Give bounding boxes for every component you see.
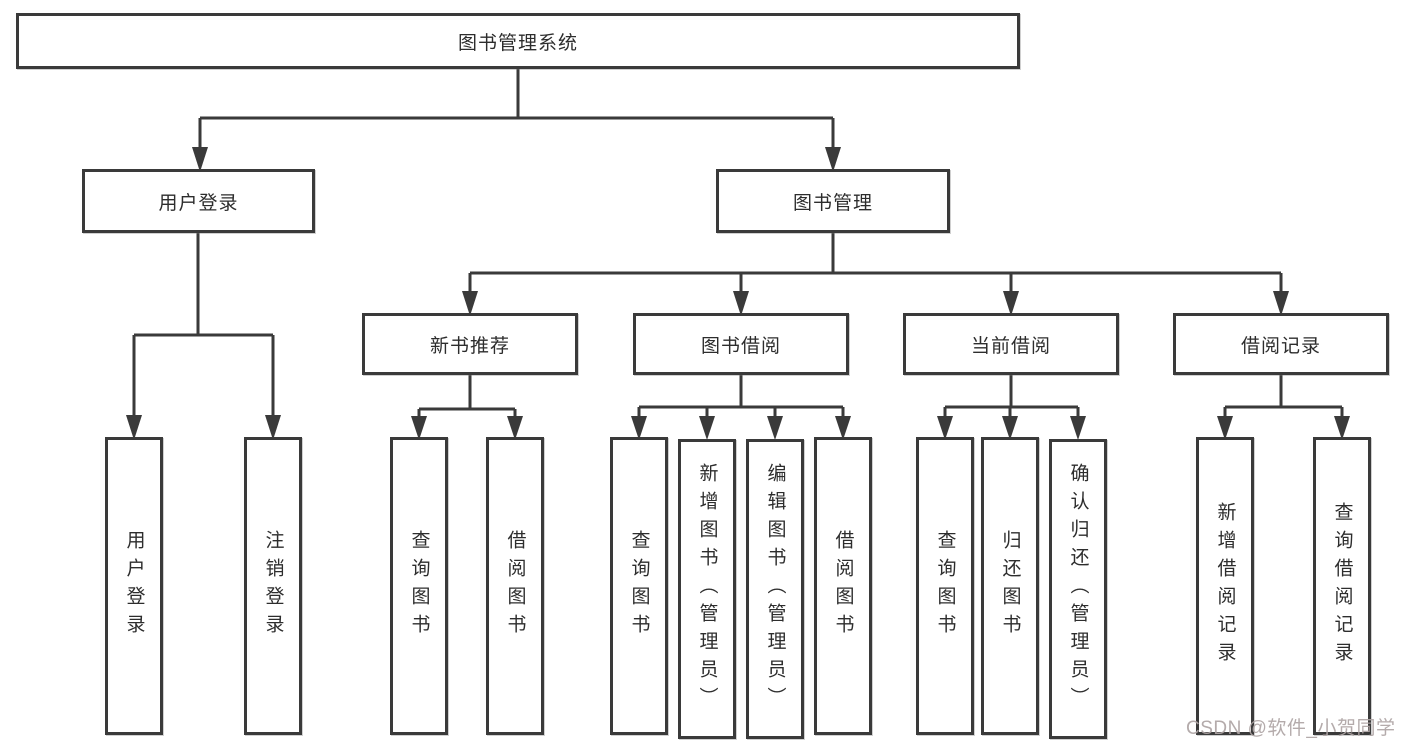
leaf-current-confirm-return-admin-label: 确认归还（管理员）: [1067, 463, 1089, 715]
tree-branches: [132, 69, 1344, 417]
leaf-newbook-borrow-books: 借阅图书: [486, 437, 544, 735]
leaf-record-query-borrow-record: 查询借阅记录: [1313, 437, 1371, 735]
node-book-management-label: 图书管理: [792, 192, 873, 214]
node-borrowing-records: 借阅记录: [1173, 313, 1389, 375]
node-root-library-management-system: 图书管理系统: [16, 13, 1020, 69]
leaf-borrow-borrow-books: 借阅图书: [814, 437, 872, 735]
leaf-newbook-borrow-books-label: 借阅图书: [504, 530, 526, 642]
branch-user-login: [132, 233, 275, 417]
branch-current-borrow: [943, 375, 1080, 417]
node-current-borrowing-label: 当前借阅: [970, 335, 1051, 357]
node-book-borrowing-label: 图书借阅: [700, 335, 781, 357]
leaf-borrow-edit-books-admin: 编辑图书（管理员）: [746, 439, 804, 739]
leaf-record-query-borrow-record-label: 查询借阅记录: [1331, 502, 1353, 670]
leaf-borrow-query-books-label: 查询图书: [628, 530, 650, 642]
leaf-current-confirm-return-admin: 确认归还（管理员）: [1049, 439, 1107, 739]
node-new-book-recommendation-label: 新书推荐: [429, 335, 510, 357]
node-new-book-recommendation: 新书推荐: [362, 313, 578, 375]
node-current-borrowing: 当前借阅: [903, 313, 1119, 375]
leaf-borrow-add-books-admin-label: 新增图书（管理员）: [696, 463, 718, 715]
leaf-current-query-books-label: 查询图书: [934, 530, 956, 642]
branch-book-mgmt: [468, 233, 1283, 293]
leaf-borrow-add-books-admin: 新增图书（管理员）: [678, 439, 736, 739]
node-user-login-label: 用户登录: [158, 192, 239, 214]
leaf-logout: 注销登录: [244, 437, 302, 735]
leaf-newbook-query-books-label: 查询图书: [408, 530, 430, 642]
leaf-current-return-books: 归还图书: [981, 437, 1039, 735]
branch-book-borrow: [637, 375, 845, 417]
leaf-current-return-books-label: 归还图书: [999, 530, 1021, 642]
leaf-borrow-borrow-books-label: 借阅图书: [832, 530, 854, 642]
leaf-borrow-query-books: 查询图书: [610, 437, 668, 735]
csdn-watermark: CSDN @软件_小贺同学: [1186, 718, 1396, 739]
node-user-login: 用户登录: [82, 169, 315, 233]
leaf-record-add-borrow-record: 新增借阅记录: [1196, 437, 1254, 735]
leaf-record-add-borrow-record-label: 新增借阅记录: [1214, 502, 1236, 670]
branch-new-book: [417, 375, 517, 417]
branch-root: [198, 69, 835, 149]
leaf-user-login-label: 用户登录: [123, 530, 145, 642]
node-root-label: 图书管理系统: [457, 32, 578, 54]
branch-borrow-record: [1223, 375, 1344, 417]
arrowheads: [126, 147, 1350, 440]
leaf-current-query-books: 查询图书: [916, 437, 974, 735]
leaf-newbook-query-books: 查询图书: [390, 437, 448, 735]
leaf-logout-label: 注销登录: [262, 530, 284, 642]
node-book-management: 图书管理: [716, 169, 950, 233]
leaf-user-login: 用户登录: [105, 437, 163, 735]
leaf-borrow-edit-books-admin-label: 编辑图书（管理员）: [764, 463, 786, 715]
node-book-borrowing: 图书借阅: [633, 313, 849, 375]
node-borrowing-records-label: 借阅记录: [1240, 335, 1321, 357]
